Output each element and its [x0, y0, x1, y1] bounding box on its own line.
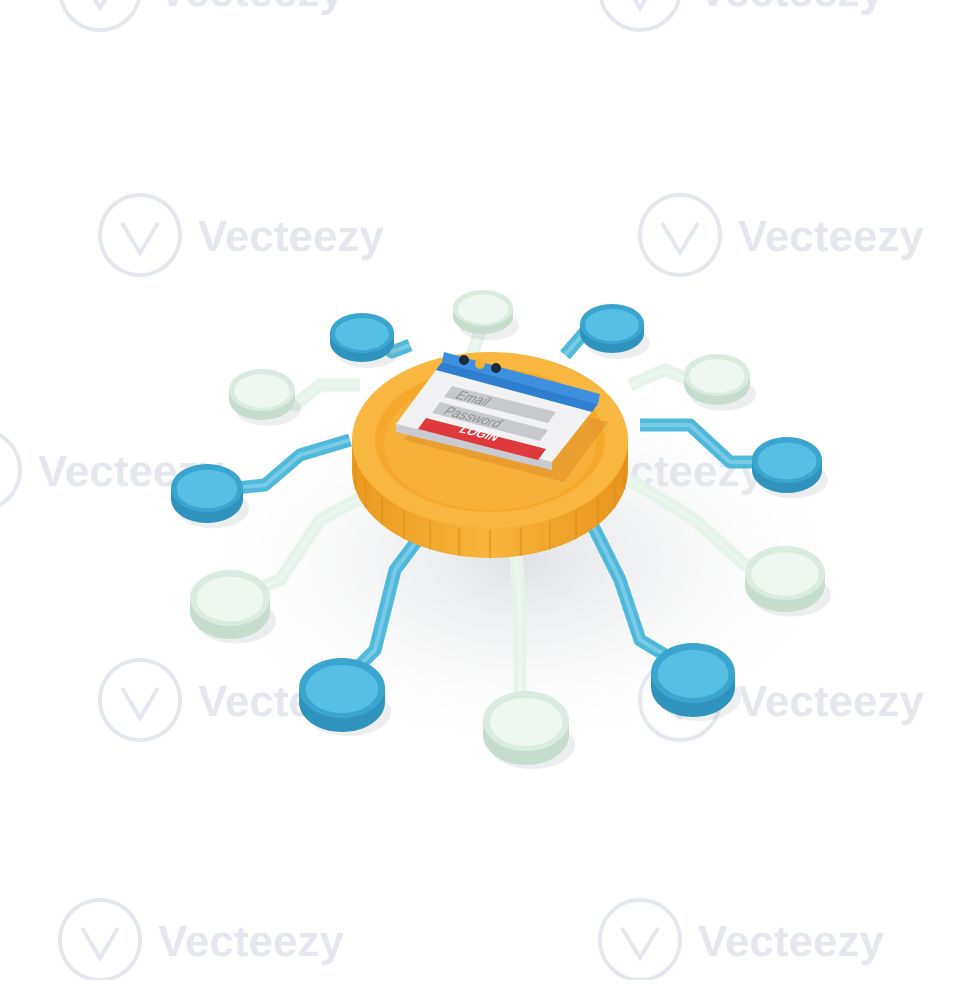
node-face: [657, 650, 729, 698]
coin-ridges: [354, 461, 626, 558]
watermark-v: [660, 221, 700, 257]
watermark-v: [120, 221, 160, 257]
watermark-circle: [638, 193, 722, 277]
node-face: [489, 698, 563, 746]
watermark-v: [80, 926, 120, 962]
window-titlebar: [436, 362, 598, 412]
node-face: [196, 576, 264, 622]
password-field[interactable]: [432, 402, 548, 441]
watermark-v: [92, 0, 108, 12]
network-node-icon: [171, 464, 249, 529]
network-node-icon: [330, 313, 400, 368]
login-button[interactable]: [418, 418, 546, 460]
watermark-text: Vecteezy: [158, 0, 344, 16]
window-body: [396, 362, 598, 462]
network-node-icon: [684, 354, 756, 411]
network-node-icon: [752, 437, 828, 499]
node-face: [305, 665, 379, 713]
node-face: [234, 374, 290, 408]
network-node-icon: [745, 546, 831, 617]
watermark-v: [120, 686, 160, 722]
window-dot-2: [475, 359, 485, 369]
watermark-circle: [598, 898, 682, 982]
network-node-icon: [229, 369, 301, 426]
watermark-v: [620, 926, 660, 962]
connector-highlight: [640, 423, 770, 464]
network-node-icon: [190, 570, 276, 644]
watermark-logo-icon: Vecteezy: [58, 898, 344, 982]
window-body-edge: [396, 424, 552, 470]
watermark-circle: [98, 193, 182, 277]
network-node-icon: [580, 304, 650, 359]
watermark-text: Vecteezy: [698, 0, 884, 16]
window-dot-3: [491, 363, 501, 373]
node-face: [585, 309, 639, 341]
node-face: [457, 294, 509, 324]
node-face: [751, 552, 819, 596]
watermark-text: Vecteezy: [158, 917, 344, 966]
network-node-icon: [299, 658, 391, 736]
connector-line: [627, 363, 693, 391]
watermark-text: Vecteezy: [198, 212, 384, 261]
watermark-v: [632, 0, 648, 12]
connector-line: [508, 539, 527, 700]
connector-line: [640, 418, 770, 469]
connector-highlight: [629, 368, 691, 387]
watermark-logo-icon: Vecteezy: [98, 193, 384, 277]
window-dot-1: [459, 355, 469, 365]
browser-window-icon: Email Password LOGIN: [396, 352, 608, 482]
watermark-circle: [58, 898, 142, 982]
node-face: [335, 318, 389, 350]
watermark-text: Vecteezy: [738, 212, 924, 261]
email-field[interactable]: [444, 386, 556, 423]
watermark-logo-icon: Vecteezy: [59, 0, 344, 32]
network-node-icon: [483, 691, 575, 769]
connector-highlight: [513, 539, 522, 700]
watermark-logo-icon: Vecteezy: [598, 898, 884, 982]
node-face: [689, 359, 745, 393]
network-node-icon: [453, 290, 519, 341]
watermark-logo-icon: Vecteezy: [599, 0, 884, 32]
network-node-icon: [651, 643, 741, 721]
watermark-circle: [599, 0, 681, 32]
watermark-circle: [98, 658, 182, 742]
watermark-text: Vecteezy: [698, 917, 884, 966]
network-nodes: [171, 290, 831, 769]
node-face: [176, 469, 238, 509]
watermark-circle: [0, 433, 22, 507]
watermark-logo-icon: Vecteezy: [638, 193, 924, 277]
watermark-circle: [59, 0, 141, 32]
node-face: [757, 442, 817, 480]
